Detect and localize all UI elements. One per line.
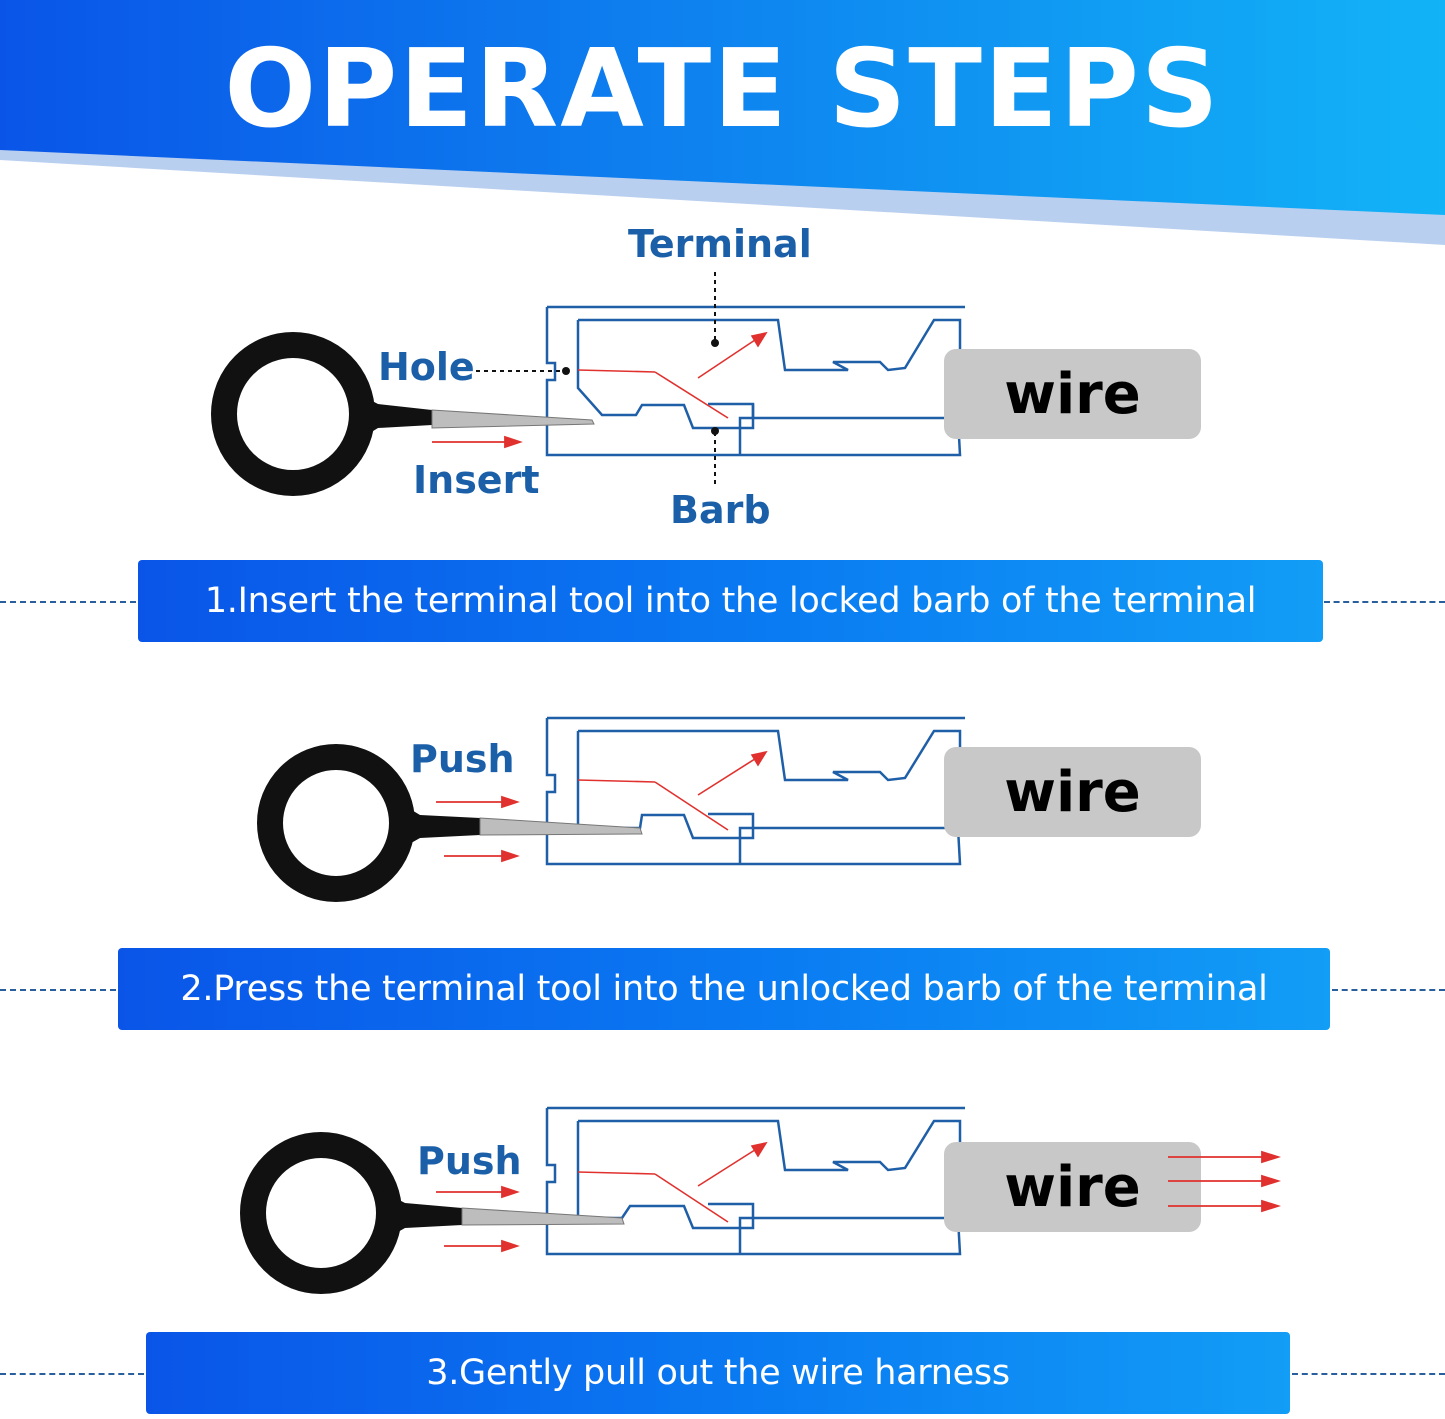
hole-pointer-dot — [562, 367, 570, 375]
wire-label: wire — [1004, 759, 1141, 825]
step-banner: 2.Press the terminal tool into the unloc… — [118, 948, 1330, 1030]
terminal-pointer-dot — [711, 339, 719, 347]
barb-pointer-dot — [711, 427, 719, 435]
barb-label: Barb — [670, 488, 771, 532]
step-banner: 3.Gently pull out the wire harness — [146, 1332, 1290, 1414]
divider-right — [1332, 989, 1445, 991]
step-text: 3.Gently pull out the wire harness — [426, 1353, 1010, 1393]
wire-label: wire — [1004, 361, 1141, 427]
terminal-tool-icon — [257, 744, 643, 902]
wire-label: wire — [1004, 1154, 1141, 1220]
pull-arrows — [1168, 1150, 1282, 1213]
page-title: OPERATE STEPS — [224, 27, 1221, 152]
hole-label: Hole — [378, 345, 475, 389]
insert-label: Insert — [413, 458, 540, 502]
terminal-tool-icon — [240, 1132, 625, 1294]
step-text: 2.Press the terminal tool into the unloc… — [180, 969, 1268, 1009]
header-banner — [0, 0, 1445, 245]
step3-diagram — [240, 1106, 965, 1294]
divider-left — [0, 989, 116, 991]
step1-diagram — [211, 272, 965, 496]
step2-diagram — [257, 716, 965, 902]
divider-left — [0, 601, 136, 603]
divider-left — [0, 1373, 144, 1375]
step-banner: 1.Insert the terminal tool into the lock… — [138, 560, 1323, 642]
wire-box: wire — [944, 349, 1201, 439]
wire-box: wire — [944, 1142, 1201, 1232]
step-text: 1.Insert the terminal tool into the lock… — [204, 581, 1257, 621]
terminal-label: Terminal — [628, 222, 812, 266]
terminal-tool-icon — [211, 332, 595, 496]
wire-box: wire — [944, 747, 1201, 837]
push-label: Push — [417, 1139, 522, 1183]
divider-right — [1292, 1373, 1445, 1375]
push-label: Push — [410, 737, 515, 781]
divider-right — [1324, 601, 1445, 603]
